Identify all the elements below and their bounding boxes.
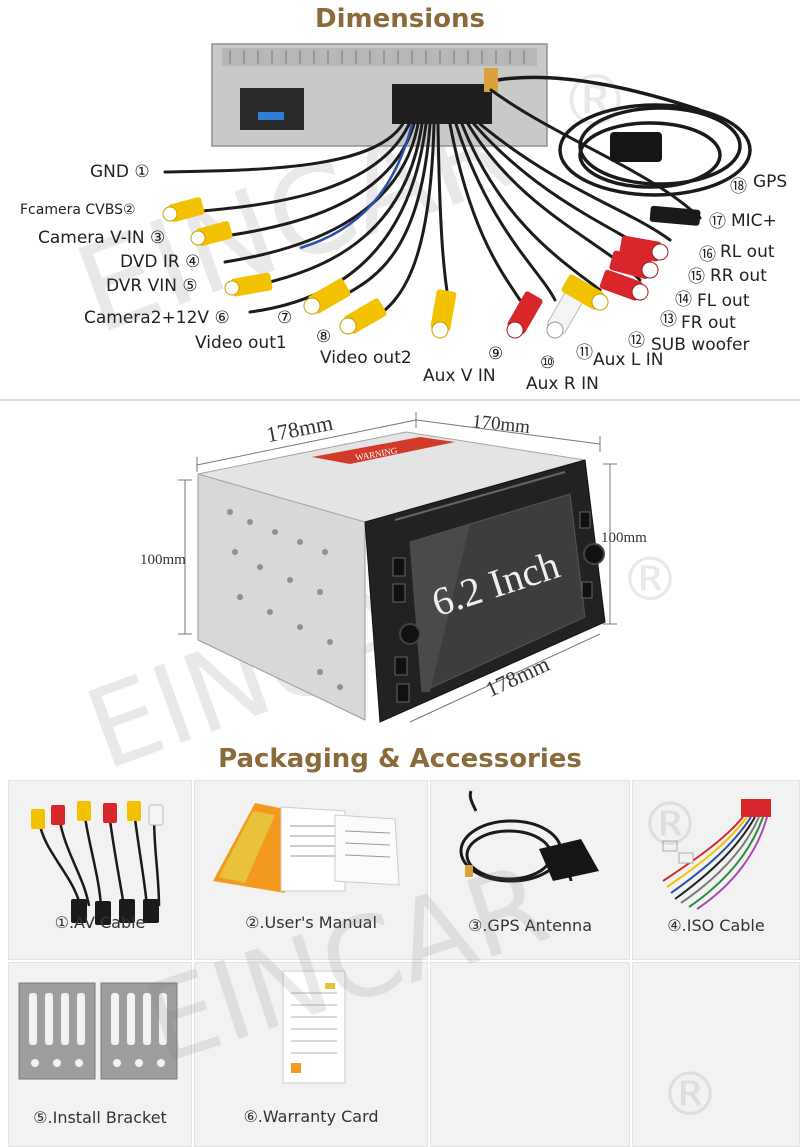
wiring-diagram: GND ① Fcamera CVBS② Camera V-IN ③ DVD IR… (0, 0, 800, 400)
harness-socket (392, 84, 492, 124)
warranty-card-image (282, 970, 346, 1084)
gps-puck (610, 132, 662, 162)
wire-label-video-out1: Video out1 (195, 333, 287, 353)
accessory-label: ①.AV Cable (54, 913, 146, 932)
gps-cable-coil (497, 75, 752, 197)
head-unit-illustration (178, 412, 617, 723)
harness-wires (163, 88, 702, 320)
wire-label-camera2-12v: Camera2+12V ⑥ (84, 308, 230, 328)
tune-knob (583, 543, 605, 565)
accessory-av-cable: ①.AV Cable (8, 780, 192, 960)
accessories-grid: ①.AV Cable ②.User's Manual ③ (8, 780, 800, 1147)
accessory-install-bracket: ⑤.Install Bracket (8, 962, 192, 1147)
accessory-label: ④.ISO Cable (667, 916, 765, 935)
wire-label-fr-out: FR out (681, 313, 736, 333)
wire-number-8: ⑧ (316, 327, 332, 347)
dim-left-height: 100mm (140, 552, 186, 568)
wire-number-11: ⑪ (576, 343, 593, 363)
dimensions-heading: Dimensions (315, 4, 485, 34)
blue-wire (299, 123, 414, 250)
rca-plugs (162, 197, 701, 339)
install-bracket-image (18, 982, 178, 1080)
unit-dimensions: 178mm 170mm 100mm 100mm 178mm 6.2 Inch W… (0, 402, 800, 747)
wire-label-dvd-ir: DVD IR ④ (120, 252, 201, 272)
warning-sticker (312, 437, 455, 464)
dimension-lines (178, 412, 617, 723)
wire-label-aux-r-in: Aux R IN (526, 374, 599, 394)
accessory-user-manual: ②.User's Manual (194, 780, 428, 960)
wire-number-15: ⑮ (688, 267, 705, 287)
wire-label-aux-v-in: Aux V IN (423, 366, 496, 386)
wire-number-12: ⑫ (628, 331, 645, 351)
accessory-label: ③.GPS Antenna (467, 916, 592, 935)
iso-socket-key (258, 112, 284, 120)
wire-label-gps: GPS (753, 172, 788, 192)
av-cable-image (31, 801, 164, 925)
volume-knob (399, 623, 421, 645)
wire-label-rl-out: RL out (720, 242, 775, 262)
wire-label-video-out2: Video out2 (320, 348, 412, 368)
wire-label-fcamera-cvbs: Fcamera CVBS② (20, 202, 136, 218)
wire-number-10: ⑩ (540, 353, 556, 373)
gps-socket (484, 68, 498, 92)
wire-label-sub-woofer: SUB woofer (651, 335, 750, 355)
dim-right-height: 100mm (601, 530, 647, 546)
wiring-harness-illustration (162, 43, 752, 339)
packaging-heading: Packaging & Accessories (218, 744, 582, 774)
user-manual-image (213, 803, 400, 893)
wire-label-fl-out: FL out (697, 291, 750, 311)
empty-cell (632, 962, 800, 1147)
accessory-label: ⑥.Warranty Card (243, 1107, 379, 1126)
rear-vents (222, 48, 537, 66)
wire-number-14: ⑭ (675, 290, 692, 310)
wire-label-dvr-vin: DVR VIN ⑤ (106, 276, 198, 296)
wire-number-16: ⑯ (699, 245, 716, 265)
accessory-label: ②.User's Manual (245, 913, 377, 932)
section-divider (0, 399, 800, 401)
accessory-gps-antenna: ③.GPS Antenna (430, 780, 630, 960)
chassis-perforations (227, 509, 343, 690)
wire-number-18: ⑱ (730, 177, 747, 197)
screen-glare (410, 524, 470, 692)
wire-label-gnd: GND ① (90, 162, 150, 182)
wire-label-mic: MIC+ (731, 211, 777, 231)
faceplate-buttons (392, 511, 593, 703)
wire-number-17: ⑰ (709, 212, 726, 232)
disc-slot (394, 471, 566, 521)
accessory-iso-cable: ④.ISO Cable (632, 780, 800, 960)
gps-antenna-image (459, 790, 599, 883)
iso-cable-image (662, 799, 771, 910)
accessory-warranty-card: ⑥.Warranty Card (194, 962, 428, 1147)
empty-cell (430, 962, 630, 1147)
wire-number-9: ⑨ (488, 344, 504, 364)
wire-number-13: ⑬ (660, 310, 677, 330)
accessory-label: ⑤.Install Bracket (33, 1108, 167, 1127)
wire-label-rr-out: RR out (710, 266, 767, 286)
iso-socket (240, 88, 304, 130)
wire-label-aux-l-in: Aux L IN (593, 350, 664, 370)
wire-label-camera-vin: Camera V-IN ③ (38, 228, 166, 248)
vent-slots (229, 50, 525, 64)
wire-number-7: ⑦ (277, 308, 293, 328)
